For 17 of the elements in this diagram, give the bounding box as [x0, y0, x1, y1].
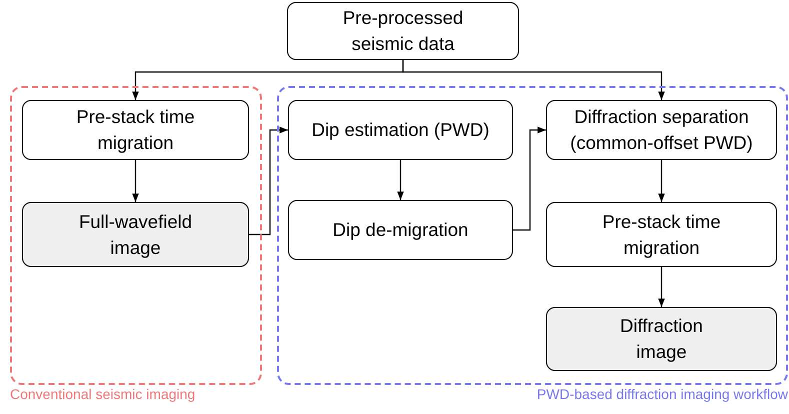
process-box: Pre-stack time migration [22, 100, 249, 160]
group-label: Conventional seismic imaging [10, 386, 196, 402]
arrow [658, 267, 665, 307]
arrow [402, 60, 665, 100]
process-box: Full-wavefield image [22, 202, 249, 267]
arrow [132, 160, 139, 202]
group-label: PWD-based diffraction imaging workflow [536, 386, 788, 402]
process-box: Diffraction image [546, 307, 777, 371]
process-box: Diffraction separation (common-offset PWD) [546, 100, 777, 160]
arrow [658, 160, 665, 202]
process-box: Pre-stack time migration [546, 202, 777, 267]
arrow [513, 126, 546, 231]
arrow [397, 160, 404, 200]
process-box: Pre-processed seismic data [287, 2, 519, 60]
process-box: Dip estimation (PWD) [288, 100, 513, 160]
arrow [249, 126, 288, 236]
process-box: Dip de-migration [288, 200, 513, 260]
